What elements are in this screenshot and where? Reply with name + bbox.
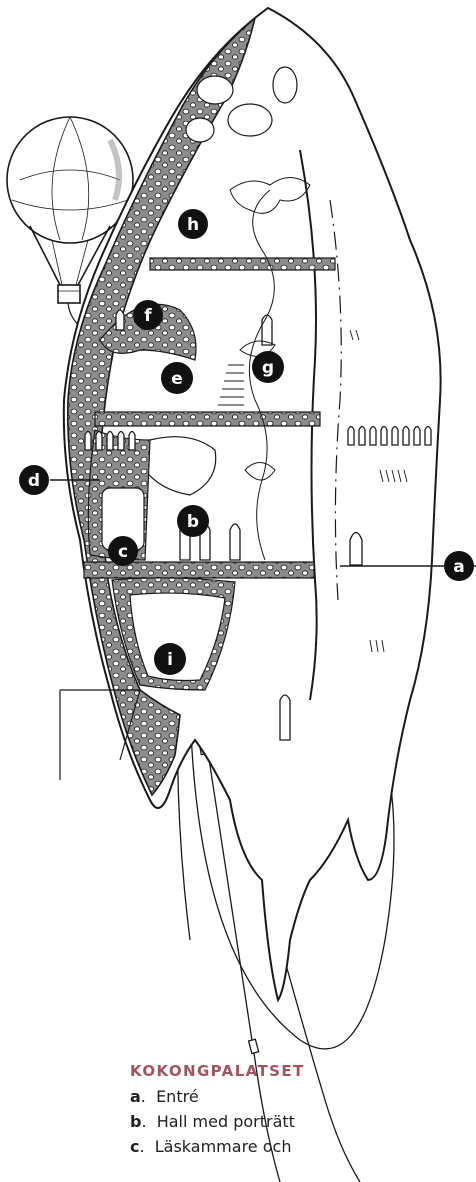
svg-text:a: a bbox=[453, 557, 464, 577]
svg-text:c: c bbox=[118, 542, 128, 562]
legend-text: Läskammare och bbox=[155, 1137, 292, 1156]
legend-key: a bbox=[130, 1087, 141, 1106]
legend-item-a: a. Entré bbox=[130, 1084, 350, 1109]
legend-text: Hall med porträtt bbox=[157, 1112, 295, 1131]
marker-i: i bbox=[154, 643, 186, 675]
svg-text:b: b bbox=[187, 512, 199, 532]
marker-d: d bbox=[19, 465, 49, 495]
legend-title: KOKONGPALATSET bbox=[130, 1062, 350, 1080]
svg-text:d: d bbox=[28, 471, 40, 491]
marker-c: c bbox=[108, 536, 138, 566]
marker-g: g bbox=[252, 351, 284, 383]
svg-text:i: i bbox=[167, 650, 173, 670]
legend: KOKONGPALATSET a. Entré b. Hall med port… bbox=[130, 1062, 350, 1159]
marker-f: f bbox=[133, 300, 163, 330]
marker-a: a bbox=[444, 551, 474, 581]
svg-text:e: e bbox=[171, 369, 183, 389]
legend-text: Entré bbox=[156, 1087, 199, 1106]
svg-text:g: g bbox=[262, 358, 274, 378]
legend-item-c: c. Läskammare och bbox=[130, 1134, 350, 1159]
legend-item-b: b. Hall med porträtt bbox=[130, 1109, 350, 1134]
marker-h: h bbox=[178, 209, 208, 239]
svg-text:f: f bbox=[144, 306, 152, 326]
marker-b: b bbox=[177, 505, 209, 537]
marker-e: e bbox=[161, 362, 193, 394]
legend-key: c bbox=[130, 1137, 139, 1156]
svg-text:h: h bbox=[187, 215, 199, 235]
legend-key: b bbox=[130, 1112, 141, 1131]
